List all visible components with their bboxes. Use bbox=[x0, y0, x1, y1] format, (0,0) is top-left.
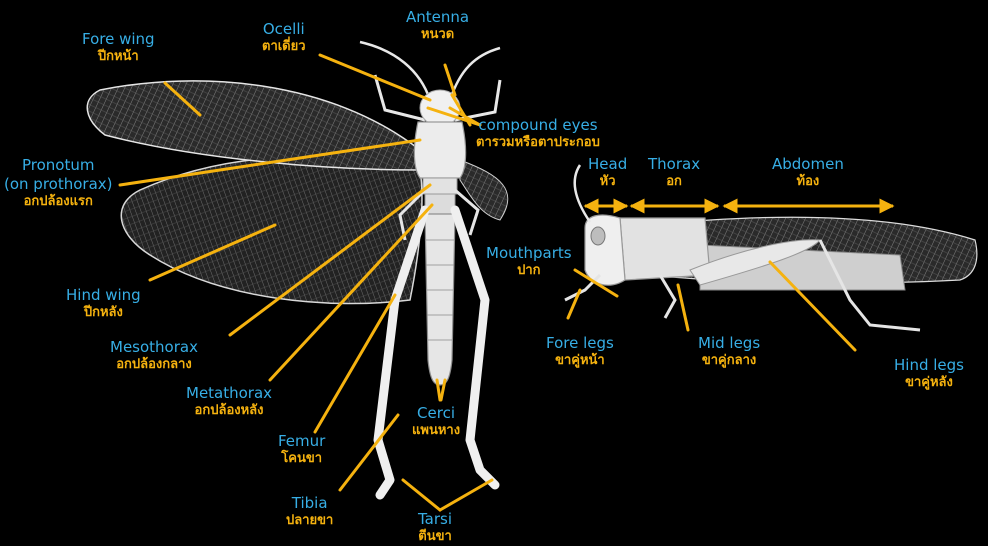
label-metathorax: Metathorax อกปล้องหลัง bbox=[186, 384, 272, 419]
label-hind-wing: Hind wing ปีกหลัง bbox=[66, 286, 141, 321]
label-hind-legs: Hind legs ขาคู่หลัง bbox=[894, 356, 964, 391]
label-mesothorax-en: Mesothorax bbox=[110, 338, 198, 357]
label-tarsi: Tarsi ตีนขา bbox=[418, 510, 452, 545]
label-head: Head หัว bbox=[588, 155, 627, 190]
label-antenna-th: หนวด bbox=[406, 27, 469, 43]
label-mouthparts: Mouthparts ปาก bbox=[486, 244, 572, 279]
label-thorax-en: Thorax bbox=[648, 155, 700, 174]
label-hind-wing-en: Hind wing bbox=[66, 286, 141, 305]
label-tibia: Tibia ปลายขา bbox=[286, 494, 333, 529]
label-femur: Femur โคนขา bbox=[278, 432, 325, 467]
leader-tarsi-right bbox=[440, 480, 492, 510]
label-mouthparts-th: ปาก bbox=[486, 263, 572, 279]
label-mid-legs-th: ขาคู่กลาง bbox=[698, 353, 760, 369]
label-femur-th: โคนขา bbox=[278, 451, 325, 467]
label-tarsi-th: ตีนขา bbox=[418, 529, 452, 545]
label-ocelli: Ocelli ตาเดี่ยว bbox=[262, 20, 306, 55]
label-mesothorax-th: อกปล้องกลาง bbox=[110, 357, 198, 373]
label-compound-eyes: compound eyes ตารวมหรือตาประกอบ bbox=[476, 116, 600, 151]
leader-tarsi-left bbox=[403, 480, 440, 510]
fore-wing-shape bbox=[87, 81, 420, 170]
antenna-left bbox=[360, 42, 430, 100]
label-hind-wing-th: ปีกหลัง bbox=[66, 305, 141, 321]
lateral-midleg bbox=[660, 275, 675, 318]
label-head-th: หัว bbox=[588, 174, 627, 190]
dorsal-pronotum bbox=[414, 122, 465, 178]
lateral-eye bbox=[591, 227, 605, 245]
leader-ocelli bbox=[320, 55, 430, 100]
lateral-head bbox=[585, 215, 625, 285]
label-head-en: Head bbox=[588, 155, 627, 174]
label-fore-wing-en: Fore wing bbox=[82, 30, 155, 49]
label-compound-eyes-th: ตารวมหรือตาประกอบ bbox=[476, 135, 600, 151]
label-mid-legs: Mid legs ขาคู่กลาง bbox=[698, 334, 760, 369]
label-hind-legs-en: Hind legs bbox=[894, 356, 964, 375]
label-metathorax-en: Metathorax bbox=[186, 384, 272, 403]
label-tarsi-en: Tarsi bbox=[418, 510, 452, 529]
label-pronotum-en2: (on prothorax) bbox=[4, 175, 113, 194]
label-fore-legs: Fore legs ขาคู่หน้า bbox=[546, 334, 614, 369]
label-fore-wing-th: ปีกหน้า bbox=[82, 49, 155, 65]
label-pronotum: Pronotum (on prothorax) อกปล้องแรก bbox=[4, 156, 113, 210]
label-thorax-th: อก bbox=[648, 174, 700, 190]
label-mouthparts-en: Mouthparts bbox=[486, 244, 572, 263]
label-cerci-th: แพนหาง bbox=[412, 423, 460, 439]
label-fore-legs-th: ขาคู่หน้า bbox=[546, 353, 614, 369]
label-femur-en: Femur bbox=[278, 432, 325, 451]
label-abdomen-th: ท้อง bbox=[772, 174, 844, 190]
label-abdomen-en: Abdomen bbox=[772, 155, 844, 174]
label-fore-legs-en: Fore legs bbox=[546, 334, 614, 353]
label-pronotum-th: อกปล้องแรก bbox=[4, 194, 113, 210]
label-cerci-en: Cerci bbox=[412, 404, 460, 423]
label-metathorax-th: อกปล้องหลัง bbox=[186, 403, 272, 419]
dorsal-metathorax bbox=[425, 194, 455, 214]
label-thorax: Thorax อก bbox=[648, 155, 700, 190]
label-abdomen: Abdomen ท้อง bbox=[772, 155, 844, 190]
right-wing-shape bbox=[460, 160, 508, 220]
label-mesothorax: Mesothorax อกปล้องกลาง bbox=[110, 338, 198, 373]
label-pronotum-en: Pronotum bbox=[4, 156, 113, 175]
label-tibia-en: Tibia bbox=[286, 494, 333, 513]
label-ocelli-en: Ocelli bbox=[262, 20, 306, 39]
label-compound-eyes-en: compound eyes bbox=[476, 116, 600, 135]
label-fore-wing: Fore wing ปีกหน้า bbox=[82, 30, 155, 65]
antenna-right bbox=[450, 48, 500, 100]
label-hind-legs-th: ขาคู่หลัง bbox=[894, 375, 964, 391]
leader-mid-legs bbox=[678, 285, 688, 330]
label-tibia-th: ปลายขา bbox=[286, 513, 333, 529]
label-cerci: Cerci แพนหาง bbox=[412, 404, 460, 439]
label-ocelli-th: ตาเดี่ยว bbox=[262, 39, 306, 55]
label-antenna: Antenna หนวด bbox=[406, 8, 469, 43]
label-mid-legs-en: Mid legs bbox=[698, 334, 760, 353]
label-antenna-en: Antenna bbox=[406, 8, 469, 27]
